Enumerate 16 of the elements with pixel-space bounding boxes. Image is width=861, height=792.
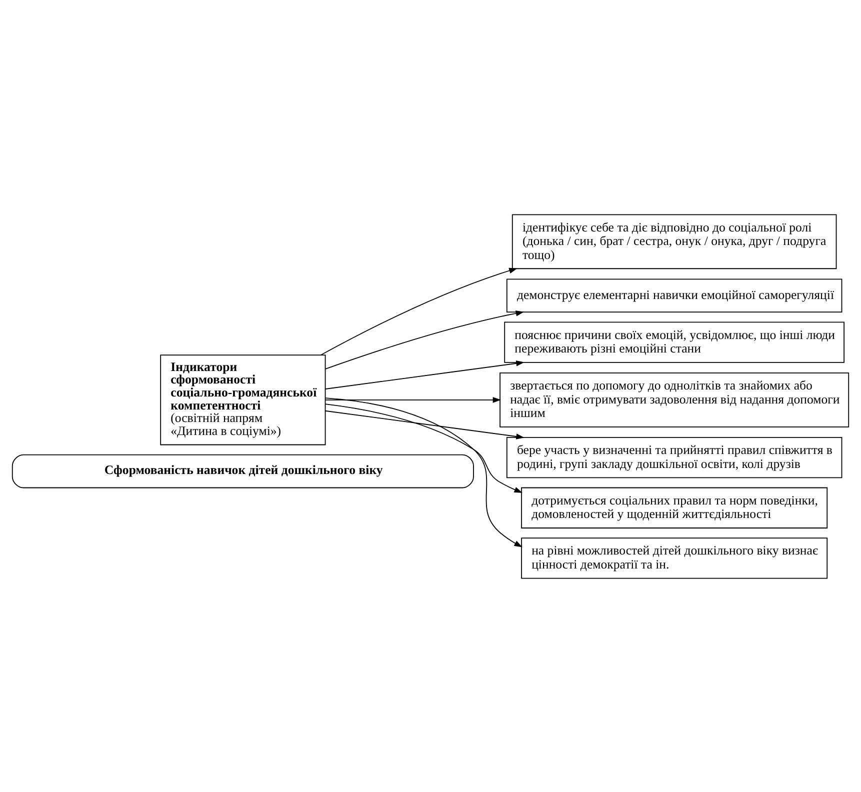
arrow xyxy=(325,310,524,369)
node-box: на рівні можливостей дітей дошкільного віку визнає цінності демократії та ін. xyxy=(521,537,828,578)
node-box: ідентифікує себе та діє відповідно до соціальної ролі (донька / син, брат / сестра, онук / онука, друг / подруга тощо) xyxy=(512,214,837,269)
arrow xyxy=(320,267,518,355)
node-box: Сформованість навичок дітей дошкільного віку xyxy=(12,454,474,488)
arrow xyxy=(324,360,524,389)
node-box: бере участь у визначенні та прийнятті правил співжиття в родині, групі закладу дошкільної освіти, колі друзів xyxy=(506,436,842,478)
node-box: демонструє елементарні навички емоційної саморегуляції xyxy=(506,278,842,312)
node-box: Індикатори сформованості соціально-громадянської компетентності (освітній напрям «Дитина в соціумі») xyxy=(160,354,326,445)
node-box: пояснює причини своїх емоцій, усвідомлює, що інші люди переживають різні емоційні стани xyxy=(504,321,844,362)
node-box: дотримується соціальних правил та норм поведінки, домовленостей у щоденній життєдіяльності xyxy=(521,486,828,528)
node-box: звертається по допомогу до однолітків та знайомих або надає її, вміє отримувати задоволення від надання допомоги іншим xyxy=(500,372,850,427)
arrow xyxy=(324,396,502,402)
arrow xyxy=(324,403,523,492)
arrow xyxy=(324,410,524,439)
arrow xyxy=(325,397,522,547)
